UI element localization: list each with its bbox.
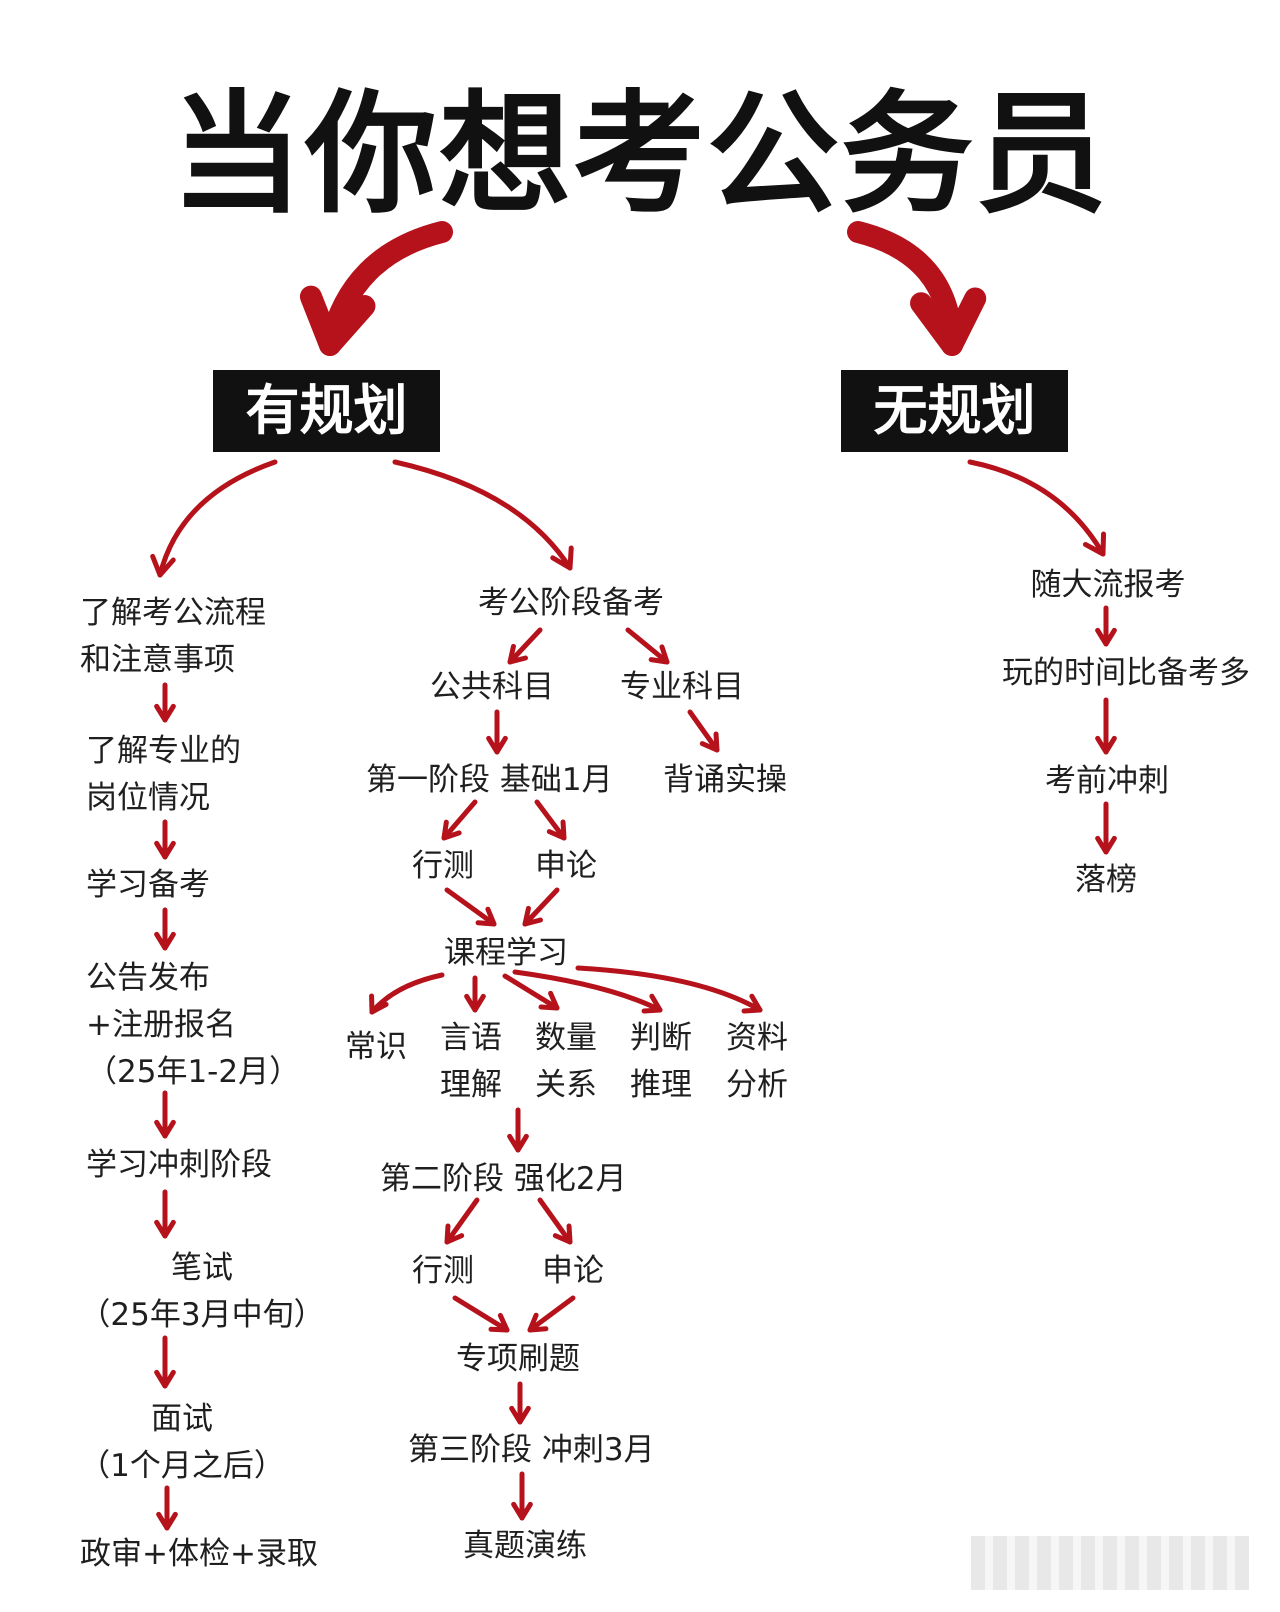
prep-stage3: 第三阶段 冲刺3月 [408, 1432, 655, 1468]
watermark-bar [971, 1536, 1249, 1590]
connector-line-19 [522, 887, 560, 927]
connector-head-4 [1082, 531, 1107, 557]
connector-line-4 [967, 459, 1106, 557]
prep-stage2: 第二阶段 强化2月 [380, 1161, 627, 1197]
connector-head-10 [154, 1369, 176, 1389]
connector-head-8 [154, 1119, 176, 1139]
unplanned-step-cram: 考前冲刺 [1045, 763, 1169, 799]
connector-head-23 [641, 993, 663, 1014]
module-verbal: 言语 理解 [440, 1020, 502, 1103]
prep-xingce-1: 行测 [412, 848, 474, 884]
connector-head-19 [522, 905, 543, 927]
connector-line-23 [512, 969, 663, 1013]
prep-xingce-2: 行测 [412, 1253, 474, 1289]
connector-head-25 [507, 1133, 529, 1153]
unplanned-tag: 无规划 [841, 370, 1068, 452]
prep-real-exam: 真题演练 [463, 1528, 587, 1564]
step-study: 学习备考 [86, 867, 210, 903]
connector-head-0 [299, 285, 376, 356]
connector-head-7 [154, 931, 176, 951]
step-sprint: 学习冲刺阶段 [86, 1147, 272, 1183]
step-written-exam: 笔试 （25年3月中旬） [79, 1250, 325, 1333]
unplanned-step-fail: 落榜 [1075, 862, 1137, 898]
connector-head-31 [511, 1501, 533, 1521]
connector-line-17 [534, 799, 567, 841]
connector-head-1 [910, 287, 987, 356]
connector-head-29 [527, 1312, 549, 1333]
prep-memorize: 背诵实操 [663, 762, 787, 798]
connector-head-27 [552, 1223, 573, 1245]
connector-line-22 [502, 973, 560, 1011]
connector-head-17 [546, 819, 567, 841]
connector-head-13 [648, 644, 670, 665]
step-interview: 面试 （1个月之后） [79, 1401, 285, 1484]
connector-head-11 [156, 1511, 178, 1531]
module-reasoning: 判断 推理 [630, 1020, 692, 1103]
connector-head-28 [488, 1312, 510, 1333]
step-final: 政审+体检+录取 [80, 1536, 318, 1572]
connector-line-16 [441, 799, 478, 841]
connector-head-21 [464, 993, 486, 1013]
module-data-analysis: 资料 分析 [726, 1020, 788, 1103]
unplanned-step-play: 玩的时间比备考多 [1002, 655, 1250, 691]
connector-head-3 [550, 545, 574, 571]
connector-head-6 [154, 840, 176, 860]
connector-head-33 [1095, 735, 1117, 755]
prep-public: 公共科目 [430, 669, 554, 705]
connector-line-24 [575, 965, 763, 1013]
connector-head-30 [509, 1405, 531, 1425]
prep-shenlun-2: 申论 [542, 1253, 604, 1289]
connector-head-32 [1095, 627, 1117, 647]
connector-line-29 [527, 1295, 576, 1333]
prep-shenlun-1: 申论 [535, 848, 597, 884]
prep-professional: 专业科目 [620, 669, 744, 705]
connector-head-26 [444, 1223, 465, 1245]
connector-head-16 [441, 819, 462, 841]
prep-special: 专项刷题 [456, 1341, 580, 1377]
connector-head-24 [741, 993, 763, 1014]
prep-stage1: 第一阶段 基础1月 [366, 762, 613, 798]
connector-head-18 [475, 906, 497, 927]
connector-head-5 [154, 703, 176, 723]
connector-line-18 [444, 887, 497, 927]
unplanned-step-follow: 随大流报考 [1030, 567, 1186, 603]
connector-line-12 [507, 627, 543, 665]
connector-head-20 [369, 993, 389, 1015]
step-learn-positions: 了解专业的 岗位情况 [86, 733, 241, 816]
prep-root: 考公阶段备考 [478, 585, 664, 621]
connector-head-34 [1095, 835, 1117, 855]
connector-head-12 [507, 643, 528, 665]
connector-line-27 [537, 1197, 573, 1245]
connector-head-22 [538, 990, 560, 1011]
connector-head-15 [699, 731, 720, 753]
connector-line-13 [625, 627, 670, 665]
connector-head-9 [154, 1219, 176, 1239]
connector-line-28 [452, 1295, 510, 1333]
connector-head-14 [486, 735, 508, 755]
prep-course: 课程学习 [444, 935, 568, 971]
connector-line-15 [687, 709, 720, 753]
connector-head-2 [150, 553, 176, 578]
module-common-sense: 常识 [345, 1029, 407, 1065]
connector-line-3 [392, 459, 573, 571]
connector-line-2 [157, 459, 278, 578]
connector-line-26 [444, 1197, 480, 1245]
step-learn-process: 了解考公流程 和注意事项 [80, 595, 266, 678]
module-quantitative: 数量 关系 [535, 1020, 597, 1103]
step-announcement: 公告发布 +注册报名 （25年1-2月） [86, 960, 301, 1090]
planned-tag: 有规划 [213, 370, 440, 452]
diagram-title: 当你想考公务员 [171, 78, 1109, 232]
